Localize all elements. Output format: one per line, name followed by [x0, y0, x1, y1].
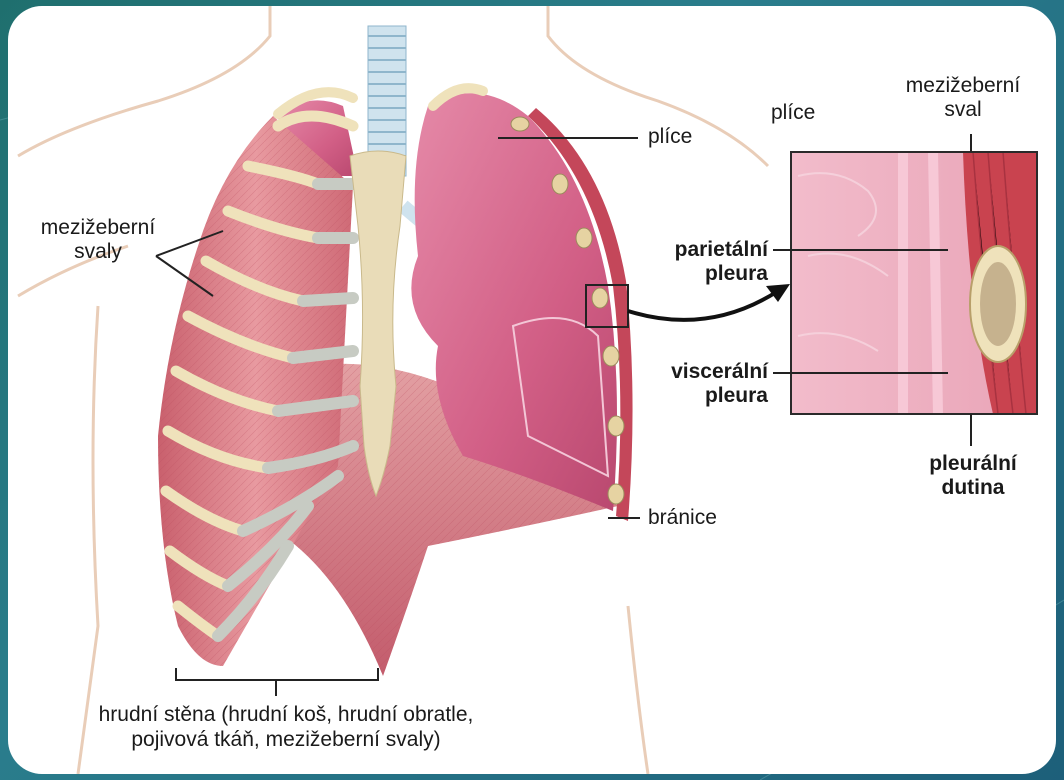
label-parietal-pleura: parietální pleura [628, 238, 768, 286]
label-line: mezižeberní [888, 74, 1038, 98]
label-line: svaly [38, 240, 158, 264]
label-line: pleurální [898, 452, 1048, 476]
label-line: mezižeberní [38, 216, 158, 240]
label-line: parietální [628, 238, 768, 262]
label-diaphragm: bránice [648, 506, 717, 530]
curved-arrow-icon [628, 291, 778, 320]
diagram-card: mezižeberní svaly plíce plíce mezižebern… [8, 6, 1056, 774]
caption-line: hrudní stěna (hrudní koš, hrudní obratle… [8, 702, 566, 727]
label-line: pleura [628, 384, 768, 408]
label-intercostal-muscles: mezižeberní svaly [38, 216, 158, 264]
label-line: sval [888, 98, 1038, 122]
label-intercostal-muscle: mezižeberní sval [888, 74, 1038, 122]
label-line: viscerální [628, 360, 768, 384]
inset-zoom [791, 152, 1037, 414]
label-line: pleura [628, 262, 768, 286]
label-pleural-cavity: pleurální dutina [898, 452, 1048, 500]
label-lung-inset: plíce [771, 101, 815, 125]
label-visceral-pleura: viscerální pleura [628, 360, 768, 408]
label-lung: plíce [648, 125, 692, 149]
label-chest-wall: hrudní stěna (hrudní koš, hrudní obratle… [8, 702, 566, 752]
label-line: dutina [898, 476, 1048, 500]
caption-line: pojivová tkáň, mezižeberní svaly) [8, 727, 566, 752]
